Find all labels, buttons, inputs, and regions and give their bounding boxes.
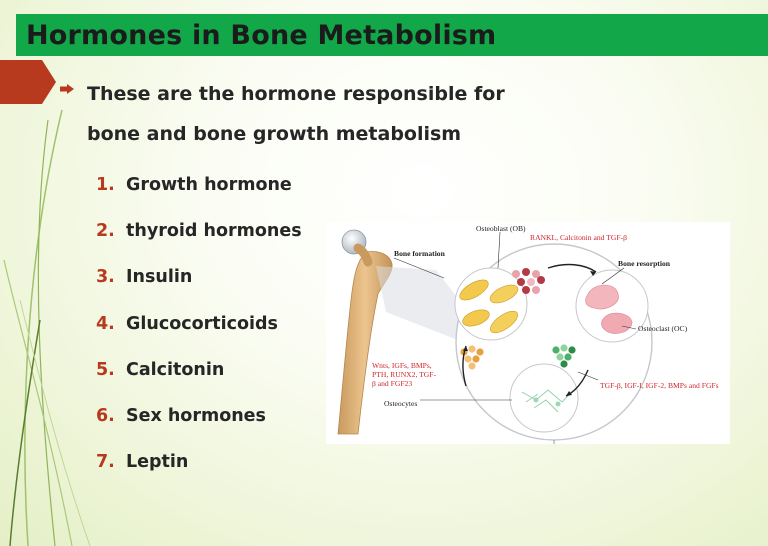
list-text: thyroid hormones [126,221,302,242]
list-number: 3. [96,267,115,288]
list-number: 6. [96,406,115,427]
osteoblast-cluster [454,267,528,341]
label-bone-resorption: Bone resorption [618,259,671,268]
list-text: Leptin [126,452,189,473]
list-text: Growth hormone [126,175,292,196]
title-bar: Hormones in Bone Metabolism [16,14,768,56]
list-item: 7. Leptin [96,439,302,485]
list-item: 4. Glucocorticoids [96,301,302,347]
green-cells [552,344,576,368]
label-rankl: RANKL, Calcitonin and TGF-β [530,233,627,242]
label-osteocytes: Osteocytes [384,399,417,408]
slide-title: Hormones in Bone Metabolism [26,19,497,51]
list-item: 3. Insulin [96,254,302,300]
list-item: 2. thyroid hormones [96,208,302,254]
list-item: 1. Growth hormone [96,162,302,208]
osteoclast-cluster [575,269,649,343]
intro-line-1: These are the hormone responsible for [87,83,505,105]
label-growth-factors: TGF-β, IGF-I, IGF-2, BMPs and FGFs [600,381,719,390]
list-text: Insulin [126,267,193,288]
list-number: 5. [96,359,115,380]
rankl-cells [512,268,545,294]
list-item: 5. Calcitonin [96,347,302,393]
decorative-curves [0,60,91,546]
label-osteoclast: Osteoclast (OC) [638,324,688,333]
list-number: 7. [96,452,115,473]
label-osteoblast: Osteoblast (OB) [476,224,526,233]
list-text: Sex hormones [126,406,266,427]
list-number: 2. [96,221,115,242]
label-wnts-2: PTH, RUNX2, TGF- [372,370,436,379]
hormone-list: 1. Growth hormone 2. thyroid hormones 3. In… [96,162,302,485]
intro-text: These are the hormone responsible for bo… [87,74,507,154]
list-text: Calcitonin [126,359,225,380]
bone-remodeling-figure: Osteoblast (OB) RANKL, Calcitonin and TG… [326,222,730,444]
label-wnts-3: β and FGF23 [372,379,412,388]
list-number: 1. [96,175,115,196]
list-item: 6. Sex hormones [96,393,302,439]
list-number: 4. [96,313,115,334]
label-bone-formation: Bone formation [394,249,446,258]
osteocyte-cluster [509,363,579,433]
intro-line-2: bone and bone growth metabolism [87,123,462,145]
list-text: Glucocorticoids [126,313,278,334]
red-accent-tab [0,60,56,104]
bullet-arrow-icon [60,84,74,94]
label-wnts-1: Wnts, IGFs, BMPs, [372,361,432,370]
orange-cells [460,345,484,370]
